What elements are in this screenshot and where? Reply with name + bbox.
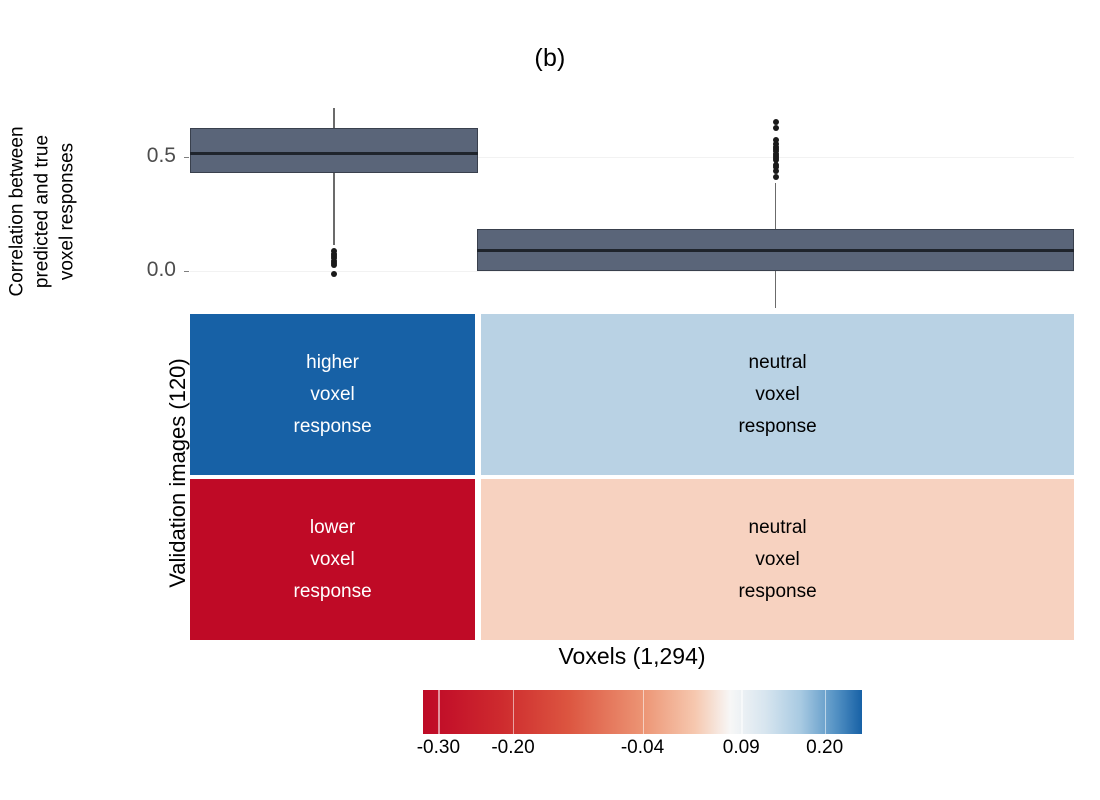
- heatmap-cell-label-line: voxel: [310, 548, 355, 570]
- heatmap-cell-label-line: lower: [309, 516, 356, 538]
- colorbar-tick-label: -0.30: [416, 737, 461, 758]
- gridline: [190, 270, 1074, 272]
- boxplot-box: [190, 128, 479, 173]
- heatmap-cell: higher voxel response: [190, 314, 476, 475]
- boxplot-median-line: [190, 152, 479, 156]
- heatmap-x-axis-title: Voxels (1,294): [558, 643, 706, 669]
- heatmap-cell-label-line: neutral: [748, 516, 807, 538]
- colorbar-tick-label: -0.20: [491, 737, 535, 758]
- colorbar-tick-label: 0.20: [806, 737, 844, 758]
- heatmap-cell-label-line: response: [293, 580, 372, 602]
- heatmap-cell: lower voxel response: [190, 479, 476, 640]
- boxplot-outlier-point: [331, 262, 338, 269]
- gridline: [190, 156, 1074, 158]
- boxplot-ytick-mark: [184, 156, 189, 158]
- colorbar-tick: [512, 690, 515, 734]
- boxplot-ytick-label: 0.5: [146, 143, 176, 167]
- heatmap-cell-label-line: voxel: [310, 383, 355, 405]
- boxplot-ytick-label: 0.0: [146, 257, 176, 281]
- heatmap-cell-label-line: response: [738, 415, 817, 437]
- boxplot-median-line: [477, 248, 1074, 252]
- heatmap-cell-label-line: voxel: [755, 548, 800, 570]
- colorbar-tick: [824, 690, 827, 734]
- colorbar-tick: [642, 690, 644, 734]
- colorbar-tick-label: -0.04: [620, 737, 665, 758]
- colorbar-tick: [741, 690, 743, 734]
- heatmap-cell-label-line: neutral: [748, 351, 807, 373]
- heatmap-cell: neutral voxel response: [481, 479, 1074, 640]
- boxplot-outlier-point: [772, 174, 779, 181]
- boxplot-outlier-point: [331, 271, 338, 278]
- heatmap-cell: neutral voxel response: [481, 314, 1074, 475]
- boxplot-whisker: [333, 107, 335, 245]
- heatmap-cell-label-line: response: [738, 580, 817, 602]
- boxplot-outlier-point: [772, 136, 779, 143]
- boxplot-y-axis-title: Correlation between predicted and true v…: [6, 126, 78, 297]
- heatmap-cell-label-line: response: [293, 415, 372, 437]
- boxplot-outlier-point: [772, 157, 779, 164]
- heatmap-y-axis-title: Validation images (120): [165, 358, 190, 588]
- boxplot-outlier-point: [772, 125, 779, 132]
- colorbar: -0.30 -0.20 -0.04 0.09 0.20: [417, 690, 862, 758]
- boxplot-outlier-point: [772, 164, 779, 171]
- page-title: (b): [534, 44, 566, 72]
- boxplot-outlier-point: [772, 118, 779, 125]
- boxplot-ytick-mark: [184, 270, 189, 272]
- colorbar-tick: [438, 690, 440, 734]
- boxplot-outlier-point: [772, 167, 779, 174]
- heatmap-cell-label-line: voxel: [755, 383, 800, 405]
- boxplot-panel: 0.5 0.0: [147, 100, 1074, 309]
- colorbar-tick-label: 0.09: [722, 737, 760, 758]
- heatmap-cell-label-line: higher: [306, 351, 359, 373]
